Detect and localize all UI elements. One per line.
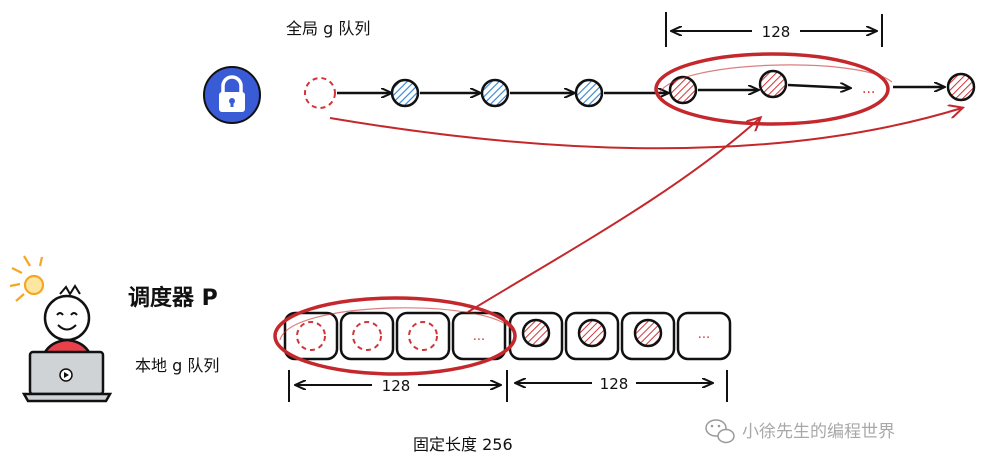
local-half-bracket-right: 128 [516,370,728,402]
local-queue: ... ... [283,311,732,361]
lock-icon [203,66,261,124]
goroutine-red [668,75,698,105]
goroutine-red [521,318,551,348]
goroutine-blue [390,78,420,108]
local-queue-empty-slot [408,321,438,351]
goroutine-red [577,318,607,348]
local-queue-ellipsis-2: ... [698,327,710,342]
wechat-icon [705,419,735,444]
local-queue-empty-slot [296,321,326,351]
developer-with-laptop-icon [9,255,113,403]
transfer-arrow-to-tail [329,108,962,150]
local-queue-ellipsis-1: ... [473,329,485,344]
local-half-size-left: 128 [382,377,411,395]
global-batch-highlight [654,52,890,126]
transfer-arrow-from-local [467,118,760,313]
local-queue-slot [339,311,395,361]
goroutine-red [758,69,788,99]
local-queue-slot [451,311,507,361]
global-batch-size: 128 [762,23,791,41]
watermark: 小徐先生的编程世界 [705,419,895,444]
local-queue-slot [395,311,451,361]
global-queue-chain: ... [304,69,976,109]
local-batch-highlight [273,296,517,376]
local-half-bracket-left: 128 [288,370,508,402]
scheduler-title: 调度器 P [128,285,218,311]
fixed-length-label: 固定长度 256 [413,435,513,454]
global-batch-bracket: 128 [665,12,883,47]
goroutine-red [633,318,663,348]
goroutine-red [946,72,976,102]
global-queue-empty-slot [304,77,336,109]
local-queue-empty-slot [352,321,382,351]
watermark-text: 小徐先生的编程世界 [742,422,895,442]
global-queue-ellipsis: ... [862,81,875,97]
local-half-size-right: 128 [600,375,629,393]
goroutine-blue [480,78,510,108]
local-queue-slot [676,311,732,361]
local-queue-label: 本地 g 队列 [135,356,219,375]
goroutine-blue [574,78,604,108]
global-queue-title: 全局 g 队列 [286,19,370,38]
local-queue-slot [283,311,339,361]
